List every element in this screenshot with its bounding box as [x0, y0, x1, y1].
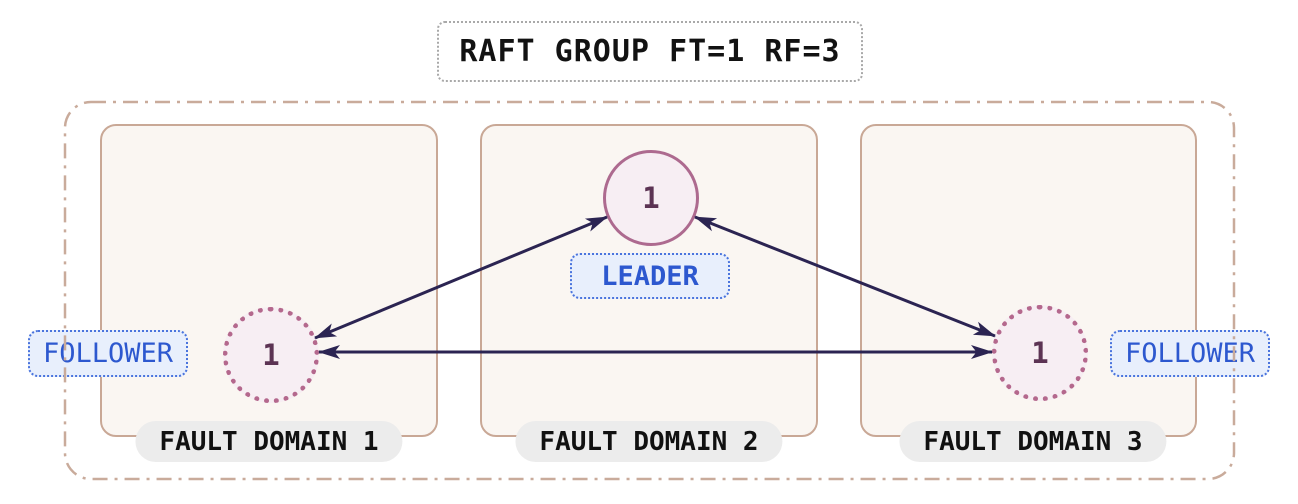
follower-node-3-value: 1 — [1031, 336, 1049, 370]
follower-node-1-value: 1 — [262, 338, 280, 372]
follower-node-domain-1: 1 — [223, 307, 319, 403]
fault-domain-3-label: FAULT DOMAIN 3 — [899, 421, 1167, 462]
diagram-title: RAFT GROUP FT=1 RF=3 — [459, 34, 841, 69]
follower-node-domain-3: 1 — [992, 305, 1088, 401]
leader-badge: LEADER — [570, 253, 730, 299]
leader-node-domain-2: 1 — [603, 150, 699, 246]
follower-badge-domain-3: FOLLOWER — [1110, 330, 1270, 377]
fault-domain-2-label: FAULT DOMAIN 2 — [515, 421, 783, 462]
fault-domain-1-label: FAULT DOMAIN 1 — [135, 421, 403, 462]
follower-badge-domain-1: FOLLOWER — [28, 330, 188, 377]
diagram-title-box: RAFT GROUP FT=1 RF=3 — [437, 21, 863, 82]
leader-node-value: 1 — [642, 181, 660, 215]
